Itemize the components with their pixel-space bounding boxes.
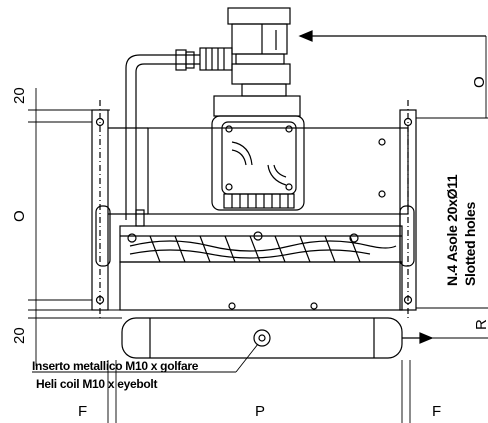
impeller-section — [119, 209, 403, 263]
left-bracket — [91, 100, 111, 320]
lower-frame — [119, 261, 403, 311]
insert-note-en: Heli coil M10 x eyebolt — [36, 377, 157, 391]
pump-head — [213, 7, 301, 117]
insert-note-it: Inserto metallico M10 x golfare — [32, 359, 199, 373]
inlet-arrow — [298, 30, 486, 42]
dim-bottom-center-p: P — [255, 403, 265, 420]
cylinder-body — [108, 127, 409, 215]
dim-top-offset: 20 — [11, 87, 28, 104]
dim-mid-offset: O — [11, 210, 28, 222]
dim-right-top: O — [471, 76, 488, 88]
holes-note-it: N.4 Asole 20xØ11 — [444, 174, 460, 286]
holes-note-en: Slotted holes — [462, 201, 478, 286]
terminal-box — [211, 115, 305, 211]
dim-bottom-offset: 20 — [11, 327, 28, 344]
dim-right-r: R — [473, 319, 488, 330]
outlet-arrow — [402, 332, 434, 344]
dim-bottom-right-f: F — [432, 403, 441, 420]
pipe — [125, 47, 233, 220]
dimension-lines — [28, 36, 488, 423]
right-bracket — [378, 100, 417, 320]
dim-bottom-left-f: F — [78, 403, 87, 420]
bottom-tank — [121, 317, 403, 359]
